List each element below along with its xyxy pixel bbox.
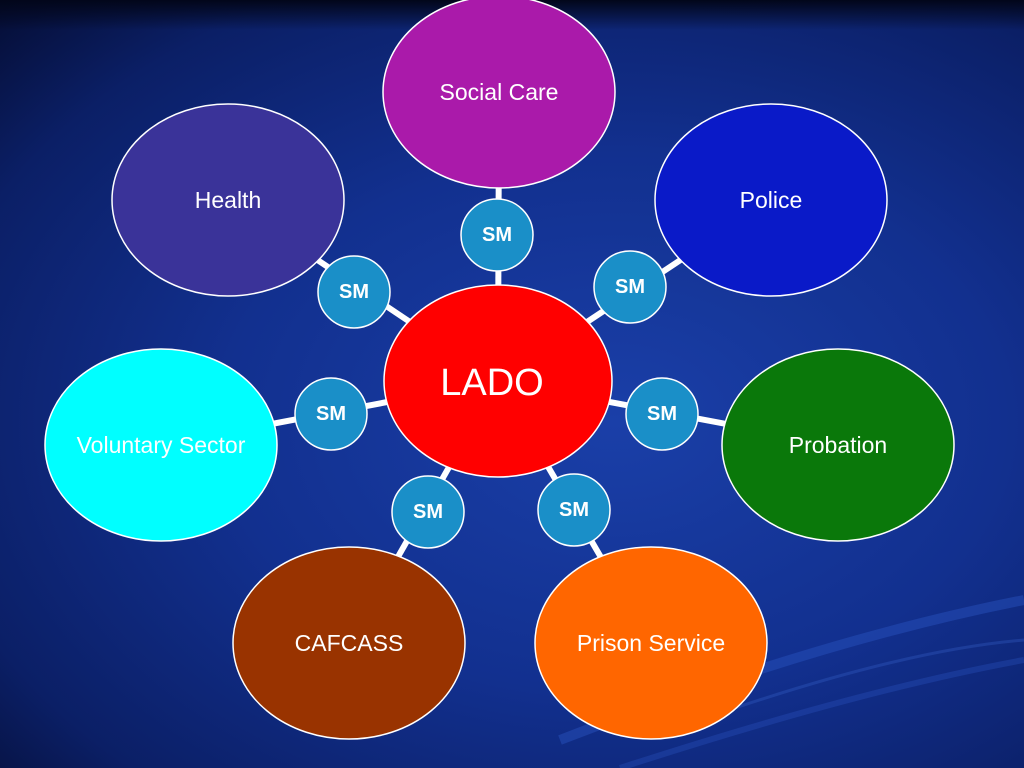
sm-node-cafcass: SM (391, 475, 465, 549)
sm-node-probation: SM (625, 377, 699, 451)
agency-ellipse-probation (721, 348, 955, 542)
center-label: LADO (440, 362, 543, 404)
agency-node-prison-service: Prison Service (534, 546, 768, 740)
agency-node-cafcass: CAFCASS (232, 546, 466, 740)
agency-label-health: Health (195, 187, 261, 213)
sm-label-prison-service: SM (559, 499, 589, 521)
agency-label-voluntary-sector: Voluntary Sector (77, 432, 246, 458)
sm-label-voluntary-sector: SM (316, 403, 346, 425)
center-node: LADO (383, 284, 613, 478)
agency-ellipse-voluntary-sector (44, 348, 278, 542)
agency-ellipse-social-care (382, 0, 616, 189)
sm-label-social-care: SM (482, 224, 512, 246)
sm-circle-voluntary-sector (294, 377, 368, 451)
agency-node-police: Police (654, 103, 888, 297)
sm-label-probation: SM (647, 403, 677, 425)
agency-ellipse-health (111, 103, 345, 297)
sm-connector-nodes: SM SM SM SM SM SM SM (294, 198, 699, 549)
sm-circle-prison-service (537, 473, 611, 547)
agency-node-probation: Probation (721, 348, 955, 542)
sm-node-prison-service: SM (537, 473, 611, 547)
sm-node-social-care: SM (460, 198, 534, 272)
agency-label-cafcass: CAFCASS (295, 630, 404, 656)
agency-node-health: Health (111, 103, 345, 297)
sm-node-voluntary-sector: SM (294, 377, 368, 451)
agency-ellipse-police (654, 103, 888, 297)
agency-ellipse-prison-service (534, 546, 768, 740)
sm-circle-social-care (460, 198, 534, 272)
sm-label-health: SM (339, 281, 369, 303)
sm-label-cafcass: SM (413, 501, 443, 523)
sm-circle-health (317, 255, 391, 329)
sm-circle-cafcass (391, 475, 465, 549)
sm-node-health: SM (317, 255, 391, 329)
agency-node-voluntary-sector: Voluntary Sector (44, 348, 278, 542)
center-ellipse (383, 284, 613, 478)
sm-circle-police (593, 250, 667, 324)
agency-label-police: Police (740, 187, 803, 213)
sm-circle-probation (625, 377, 699, 451)
agency-label-social-care: Social Care (440, 79, 559, 105)
agency-label-prison-service: Prison Service (577, 630, 725, 656)
agency-ellipse-cafcass (232, 546, 466, 740)
sm-node-police: SM (593, 250, 667, 324)
agency-label-probation: Probation (789, 432, 887, 458)
agency-node-social-care: Social Care (382, 0, 616, 189)
sm-label-police: SM (615, 276, 645, 298)
